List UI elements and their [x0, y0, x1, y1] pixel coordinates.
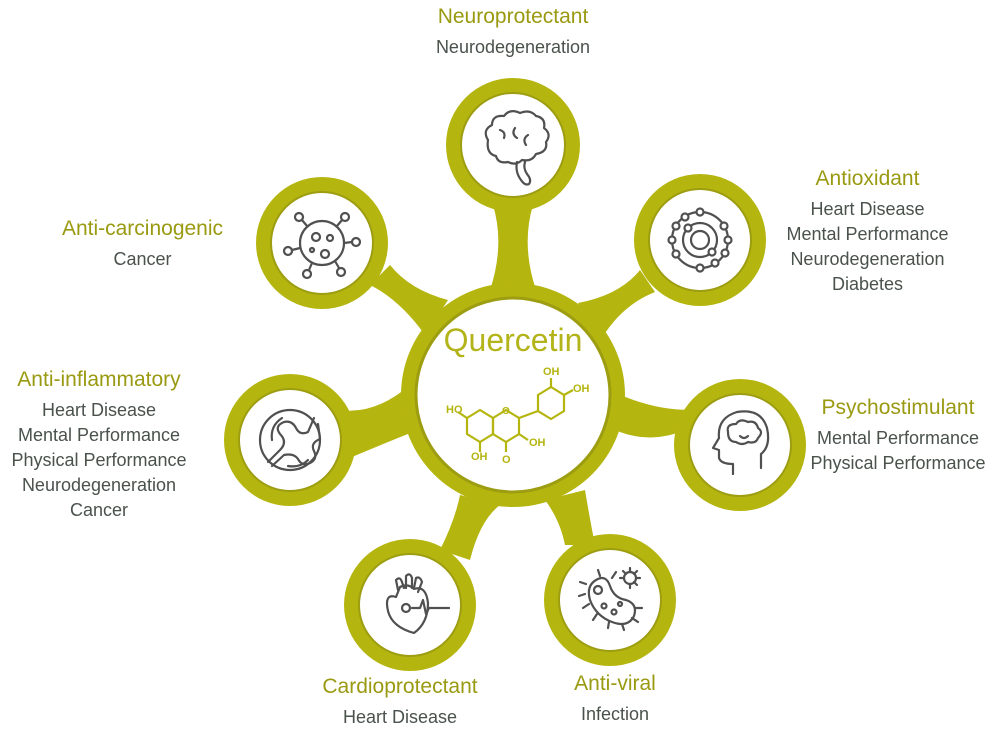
node-anti-viral: [544, 534, 676, 666]
label-neuroprotectant: Neuroprotectant Neurodegeneration: [373, 4, 653, 60]
connectors: [340, 205, 690, 560]
label-title: Cardioprotectant: [322, 675, 478, 698]
label-title: Anti-viral: [574, 672, 656, 695]
cancer-cell-icon: [282, 211, 362, 280]
label-psychostimulant: Psychostimulant Mental Performance Physi…: [796, 395, 1000, 476]
label-title: Anti-inflammatory: [17, 368, 181, 391]
label-item: Heart Disease: [810, 199, 925, 220]
svg-text:O: O: [502, 406, 510, 417]
label-item: Heart Disease: [41, 400, 157, 421]
node-anti-inflammatory: [224, 374, 356, 506]
brain-icon: [484, 109, 550, 186]
joint-icon: [258, 408, 322, 472]
label-antioxidant: Antioxidant Heart Disease Mental Perform…: [765, 166, 970, 297]
svg-text:HO: HO: [446, 404, 463, 416]
svg-text:OH: OH: [529, 437, 546, 449]
label-item: Infection: [580, 704, 650, 725]
label-item: Mental Performance: [786, 224, 949, 245]
svg-text:O: O: [502, 454, 511, 466]
label-cardioprotectant: Cardioprotectant Heart Disease: [290, 674, 510, 730]
label-item: Diabetes: [831, 274, 904, 295]
bacteria-icon: [577, 566, 644, 632]
label-item: Mental Performance: [17, 425, 181, 446]
node-anti-carcinogenic: [256, 177, 388, 309]
node-psychostimulant: [674, 379, 806, 511]
label-anti-viral: Anti-viral Infection: [540, 671, 690, 727]
label-anti-inflammatory: Anti-inflammatory Heart Disease Mental P…: [0, 367, 198, 523]
svg-text:OH: OH: [573, 383, 590, 395]
label-item: Cancer: [69, 500, 129, 521]
label-item: Neurodegeneration: [435, 37, 591, 58]
label-title: Neuroprotectant: [437, 5, 589, 28]
label-item: Physical Performance: [11, 450, 187, 471]
head-brain-icon: [711, 410, 770, 476]
label-title: Psychostimulant: [821, 396, 975, 419]
center-title: Quercetin: [443, 322, 583, 358]
svg-text:OH: OH: [471, 451, 488, 463]
svg-text:OH: OH: [543, 366, 560, 378]
center-node: [401, 283, 625, 507]
quercetin-molecule-icon: [457, 378, 574, 452]
label-item: Neurodegeneration: [790, 249, 945, 270]
label-item: Mental Performance: [816, 428, 980, 449]
label-item: Heart Disease: [342, 707, 458, 728]
heart-icon: [385, 573, 451, 635]
node-neuroprotectant: [446, 78, 580, 212]
label-item: Physical Performance: [810, 453, 986, 474]
label-item: Neurodegeneration: [21, 475, 177, 496]
label-anti-carcinogenic: Anti-carcinogenic Cancer: [40, 216, 245, 272]
label-title: Anti-carcinogenic: [61, 217, 224, 240]
atom-icon: [667, 207, 733, 273]
label-item: Cancer: [113, 249, 172, 270]
node-antioxidant: [634, 174, 766, 306]
molecule-labels: HO OH O OH OH OH O: [446, 366, 590, 466]
label-title: Antioxidant: [815, 167, 920, 190]
